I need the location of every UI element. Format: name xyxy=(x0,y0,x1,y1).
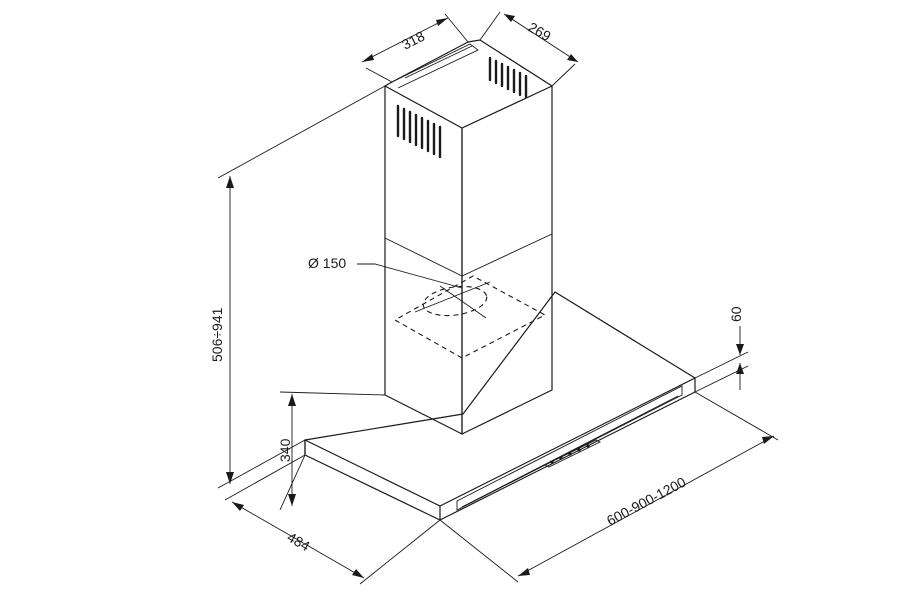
dim-chimney-height xyxy=(217,85,386,489)
dim-hood-height-label: 340 xyxy=(277,438,293,462)
duct-outlet xyxy=(357,263,547,359)
dim-hood-height xyxy=(279,391,386,511)
chimney xyxy=(384,39,553,435)
dim-canopy-thickness xyxy=(694,326,749,393)
canopy xyxy=(304,291,696,521)
dim-hood-depth-label: 484 xyxy=(285,529,313,555)
dim-chimney-depth-label: 269 xyxy=(526,19,554,45)
dim-chimney-width-label: 318 xyxy=(399,28,427,53)
dim-canopy-thickness-label: 60 xyxy=(728,306,744,322)
dim-chimney-width xyxy=(361,13,469,83)
vent-slots-right xyxy=(488,56,528,99)
dim-hood-depth xyxy=(224,454,441,585)
dim-hood-width xyxy=(439,391,779,583)
dim-chimney-depth xyxy=(479,11,579,87)
vent-slots-left xyxy=(396,104,442,159)
front-control-strip xyxy=(456,385,683,511)
dim-hood-width-label: 600-900-1200 xyxy=(604,473,689,528)
dim-chimney-height-label: 506÷941 xyxy=(209,307,225,362)
control-buttons xyxy=(543,439,602,468)
duct-diameter-label: Ø 150 xyxy=(308,255,346,271)
